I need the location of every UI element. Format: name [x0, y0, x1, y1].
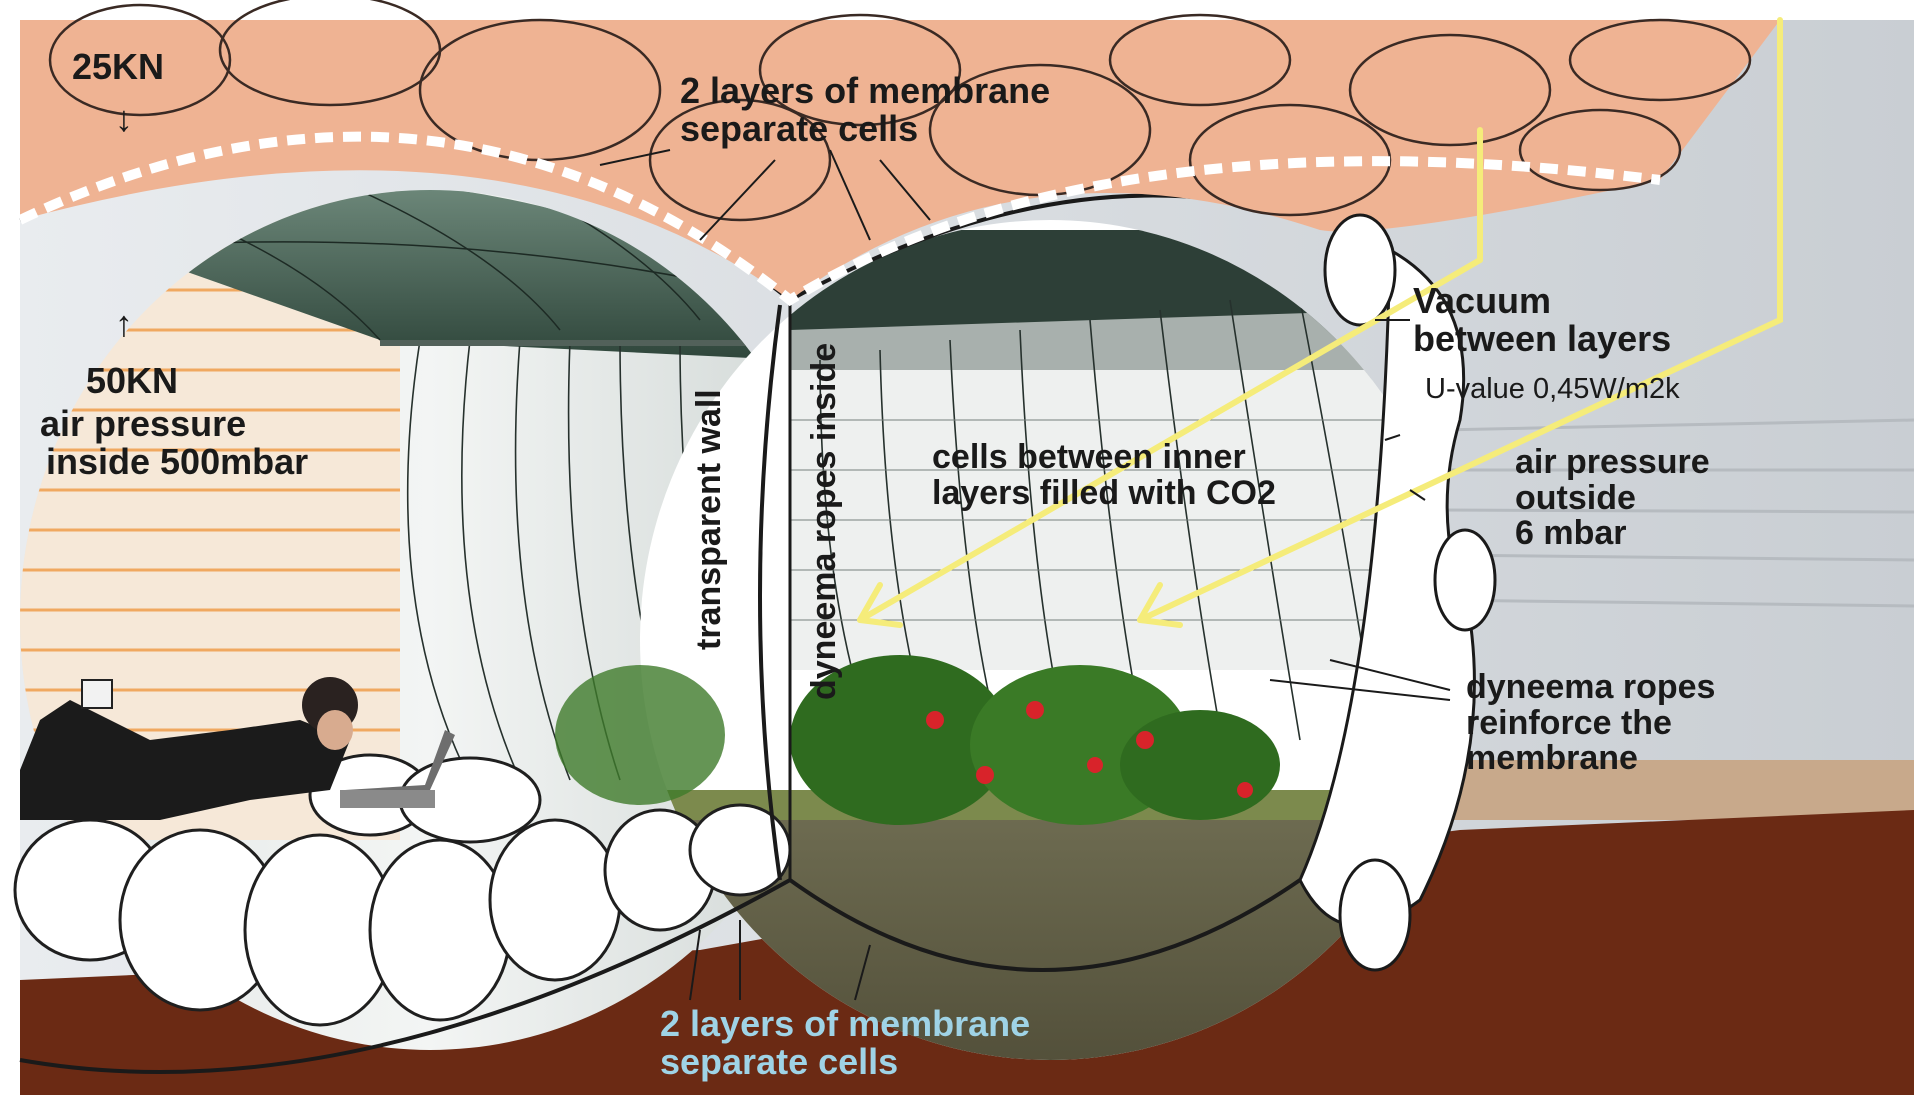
- bottom-membrane-label: 2 layers of membrane separate cells: [660, 1003, 1031, 1082]
- transparent-wall-label: transparent wall: [690, 389, 728, 650]
- u-value-label: U-value 0,45W/m2k: [1425, 373, 1680, 405]
- vacuum-label: Vacuum between layers: [1413, 280, 1672, 359]
- down-arrow-icon: ↓: [115, 98, 133, 139]
- side-membrane-cells: [1298, 213, 1497, 972]
- plant-icon: [555, 655, 1280, 825]
- horizon-streaks: [1439, 418, 1914, 608]
- distant-terrain: [1430, 760, 1914, 820]
- top-membrane-label: 2 layers of membrane separate cells: [680, 70, 1051, 149]
- person-figure: [20, 677, 358, 820]
- dyneema-inside-label: dyneema ropes inside: [805, 342, 843, 700]
- leader-lines: [599, 149, 1451, 1001]
- co2-cells-label: cells between inner layers filled with C…: [932, 438, 1276, 512]
- laptop-icon: [340, 730, 455, 808]
- top-load-label: 25KN: [72, 46, 165, 87]
- inside-load-label: 50KN: [86, 360, 179, 401]
- inside-pressure-label: air pressure inside 500mbar: [40, 403, 309, 482]
- up-arrow-icon: ↑: [115, 303, 133, 344]
- dyneema-reinforce-label: dyneema ropes reinforce the membrane: [1466, 668, 1716, 778]
- outside-pressure-label: air pressure outside 6 mbar: [1515, 443, 1710, 553]
